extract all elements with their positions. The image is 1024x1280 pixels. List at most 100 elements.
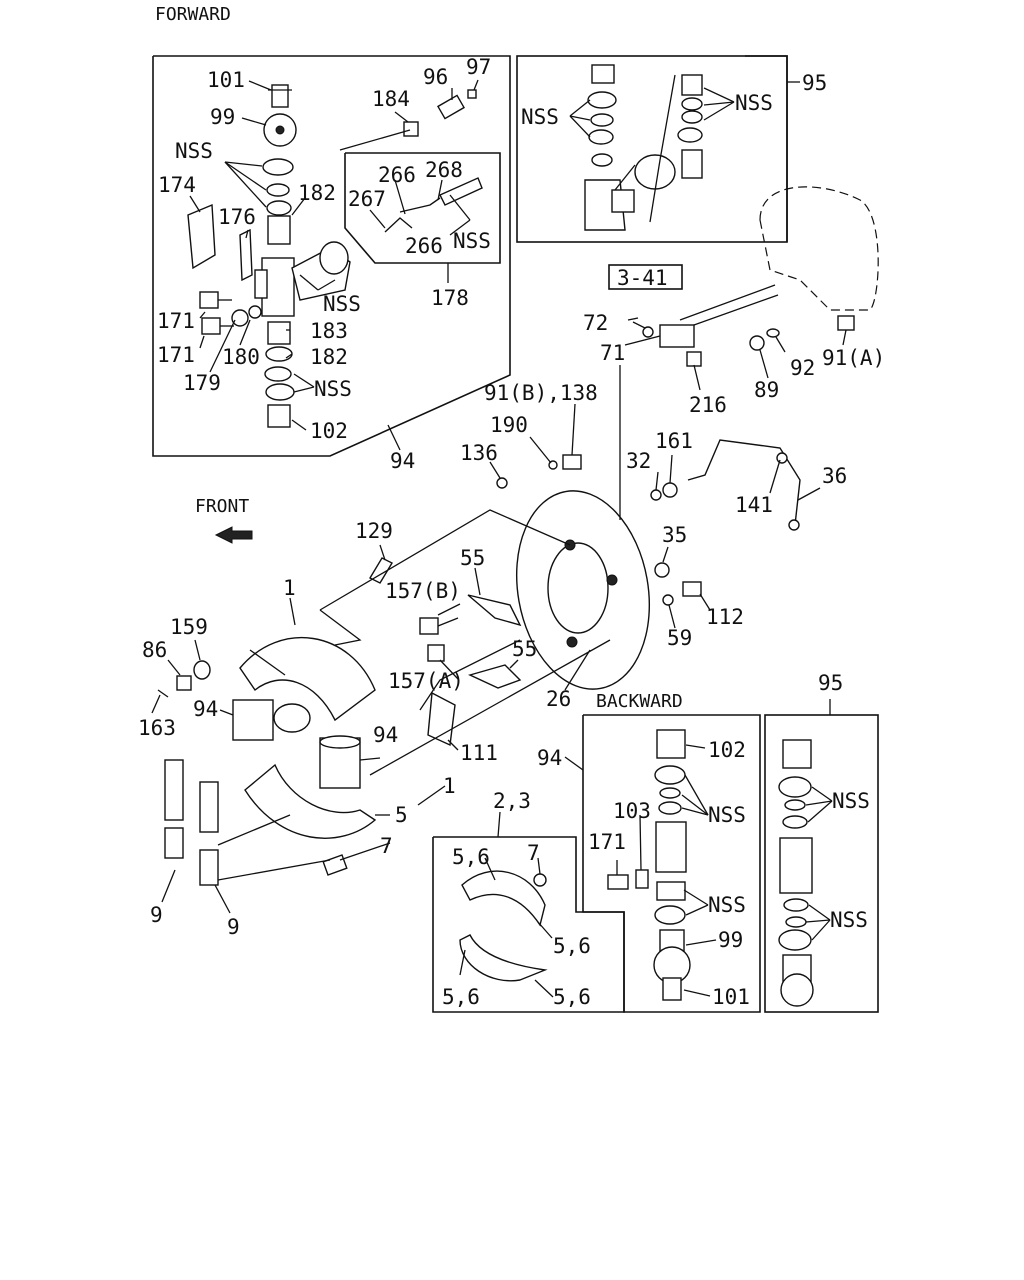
callout-label: 112 (706, 605, 744, 629)
bolts-171 (199, 291, 234, 335)
callout-label: NSS (314, 377, 352, 401)
callout-label: 182 (310, 345, 348, 369)
callout-label: 86 (142, 638, 167, 662)
callout-label: 183 (310, 319, 348, 343)
actuator-housing (679, 186, 879, 331)
plug-102-upper (267, 404, 291, 428)
front-arrow (214, 526, 253, 544)
callout-label: 174 (158, 173, 196, 197)
lining-upper (461, 870, 547, 927)
seal-rings-95 (587, 91, 617, 167)
wheel-cylinder-body (254, 257, 295, 317)
callout-label: 157(A) (388, 669, 464, 693)
pin-72 (627, 317, 654, 338)
callout-label: 92 (790, 356, 815, 380)
callout-label: 9 (227, 915, 240, 939)
adjuster-gear-99 (263, 113, 297, 147)
callout-label: 5 (395, 803, 408, 827)
bolt-216 (686, 351, 702, 367)
pistons-95 (677, 74, 703, 179)
callout-label: 35 (662, 523, 687, 547)
nut-89-washer-92 (749, 328, 780, 351)
callout-label: 2,3 (493, 789, 531, 813)
callout-label: 1 (283, 576, 296, 600)
callout-label: 9 (150, 903, 163, 927)
callout-label: 5,6 (452, 845, 490, 869)
callout-label: 111 (460, 741, 498, 765)
callout-label: 91(B),138 (484, 381, 598, 405)
callout-label: 5,6 (553, 985, 591, 1009)
callout-label: 7 (380, 834, 393, 858)
callout-label: 55 (512, 637, 537, 661)
leader-lines (151, 79, 847, 998)
callout-label: NSS (830, 908, 868, 932)
callout-label: 99 (718, 928, 743, 952)
bracket-174 (187, 203, 216, 270)
forward-wheel-cylinder-box (152, 55, 511, 457)
callout-label: 182 (298, 181, 336, 205)
callout-label: 59 (667, 626, 692, 650)
callout-label: 94 (193, 697, 218, 721)
callout-label: 71 (600, 341, 625, 365)
nut-161-washer-32 (650, 482, 678, 501)
callout-label: 102 (310, 419, 348, 443)
callout-label: 180 (222, 345, 260, 369)
callout-label: 36 (822, 464, 847, 488)
backward-95-parts (778, 739, 814, 1007)
plate-176 (239, 228, 253, 282)
callout-label: 268 (425, 158, 463, 182)
springs-9 (164, 759, 219, 886)
adjuster-subbox (344, 152, 501, 264)
assembly-lines (217, 129, 611, 881)
callout-label: 171 (157, 343, 195, 367)
callout-label: 72 (583, 311, 608, 335)
cylinder-body-95 (584, 179, 635, 231)
callout-label: 95 (818, 671, 843, 695)
callout-label: 95 (802, 71, 827, 95)
boot-95 (614, 154, 676, 191)
callout-label: 5,6 (442, 985, 480, 1009)
bracket-111 (427, 691, 456, 747)
bolt-91a (837, 315, 855, 331)
callout-label: 1 (443, 774, 456, 798)
adjuster-nut-upper (591, 64, 615, 84)
callout-label: NSS (708, 803, 746, 827)
callout-label: 55 (460, 546, 485, 570)
callout-label: 103 (613, 799, 651, 823)
callout-label: 136 (460, 441, 498, 465)
callout-label: 94 (390, 449, 415, 473)
brake-shoe-1-upper (239, 637, 376, 722)
bolt-91b-138 (548, 454, 582, 470)
callout-label: 163 (138, 716, 176, 740)
callout-label: 96 (423, 65, 448, 89)
clevis-71 (659, 324, 695, 348)
callout-label: 171 (157, 309, 195, 333)
callout-label: 102 (708, 738, 746, 762)
ref-box-3-41 (608, 264, 683, 290)
callout-label: 91(A) (822, 346, 885, 370)
fitting-96-97 (437, 89, 477, 120)
bracket-95 (649, 74, 676, 223)
top-right-parts-box (516, 55, 788, 243)
callout-label: NSS (832, 789, 870, 813)
wheel-cylinder-94-left (232, 699, 311, 741)
dust-boot-nss (291, 241, 351, 301)
callout-label: 94 (373, 723, 398, 747)
callout-label: NSS (735, 91, 773, 115)
callout-label: NSS (708, 893, 746, 917)
callout-label: NSS (175, 139, 213, 163)
bolts-157 (419, 617, 459, 662)
callout-label: 184 (372, 87, 410, 111)
bolt-112-washer-59 (662, 581, 702, 606)
callout-label: 89 (754, 378, 779, 402)
forward-label: FORWARD (155, 4, 231, 25)
callout-label: 32 (626, 449, 651, 473)
callout-label: NSS (521, 105, 559, 129)
callout-label: 216 (689, 393, 727, 417)
callout-label: 161 (655, 429, 693, 453)
callout-label: 5,6 (553, 934, 591, 958)
callout-label: 171 (588, 830, 626, 854)
plug-136 (496, 477, 508, 489)
callout-label: 157(B) (385, 579, 461, 603)
